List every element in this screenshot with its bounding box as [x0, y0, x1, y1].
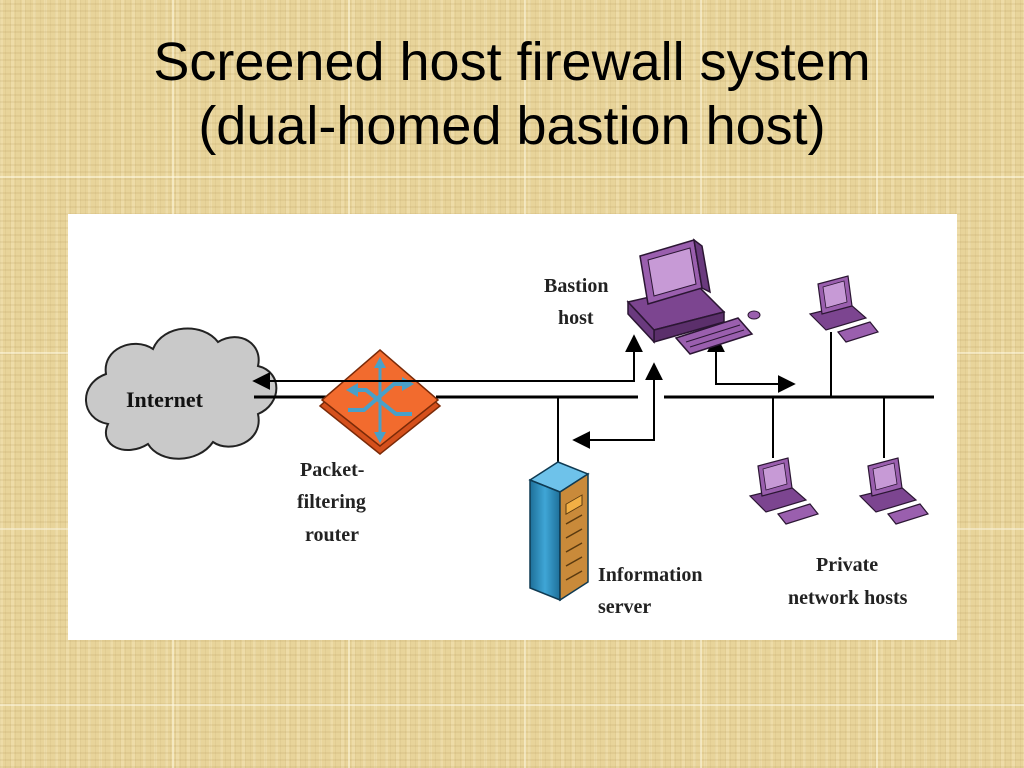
- bastion-label-line-2: host: [558, 307, 594, 329]
- private-host-computer-icon: [858, 457, 930, 525]
- tile-seam: [0, 704, 1024, 706]
- private-host-computer-icon: [748, 457, 820, 525]
- internet-label: Internet: [126, 387, 204, 412]
- router-label-line-2: filtering: [297, 491, 366, 513]
- packet-filtering-router-icon: [318, 349, 442, 455]
- tile-seam: [0, 176, 1024, 178]
- information-server-icon: [528, 461, 590, 602]
- info-server-label-line-2: server: [598, 596, 651, 618]
- info-server-label-line-1: Information: [598, 564, 702, 586]
- private-hosts-label-line-2: network hosts: [788, 587, 908, 609]
- private-host-computer-icon: [808, 275, 880, 343]
- title-line-2: (dual-homed bastion host): [198, 96, 826, 156]
- title-line-1: Screened host firewall system: [153, 32, 871, 92]
- firewall-diagram: Internet Packet- filtering router: [85, 238, 934, 618]
- traffic-arrow-bastion-info-server: [572, 362, 663, 449]
- bastion-host-computer-icon: [626, 238, 761, 355]
- private-hosts-label-line-1: Private: [816, 554, 878, 576]
- traffic-arrow-bastion-private-net: [707, 334, 796, 393]
- slide-title: Screened host firewall system (dual-home…: [0, 30, 1024, 158]
- bastion-label-line-1: Bastion: [544, 275, 608, 297]
- traffic-arrow-bastion-internet: [252, 334, 643, 390]
- router-label-line-1: Packet-: [300, 459, 364, 481]
- diagram-panel: Internet Packet- filtering router: [68, 214, 957, 640]
- router-label-line-3: router: [305, 524, 359, 546]
